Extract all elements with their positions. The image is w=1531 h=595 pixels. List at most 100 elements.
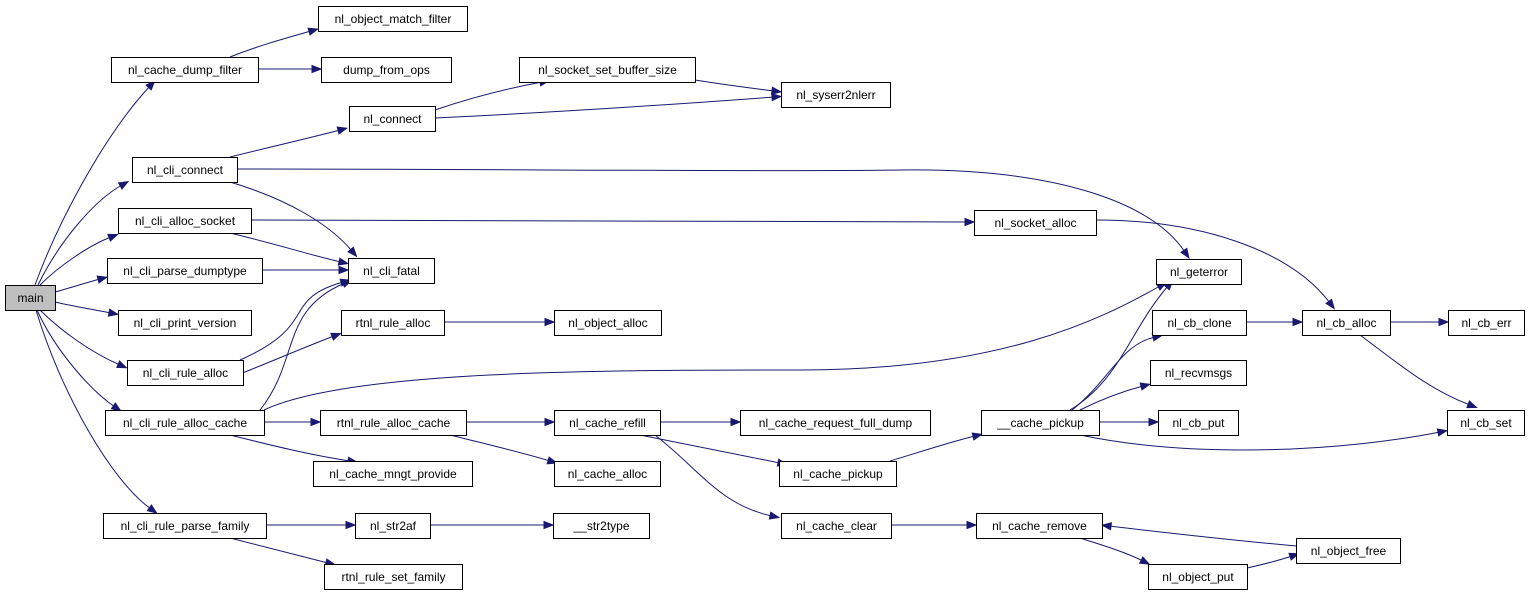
node-box: [519, 57, 696, 83]
node-label: nl_cb_set: [1460, 416, 1512, 430]
edge-__cache_pickup-to-nl_cb_set: [1079, 428, 1449, 451]
node-nl-object-put[interactable]: nl_object_put: [1148, 564, 1248, 590]
arrowhead-icon: [1148, 417, 1160, 427]
edge-line: [1095, 219, 1331, 304]
arrowhead-icon: [330, 332, 342, 341]
node-nl-cli-print-version[interactable]: nl_cli_print_version: [118, 310, 252, 336]
node-nl-cb-put[interactable]: nl_cb_put: [1158, 410, 1239, 436]
node-nl-recvmsgs[interactable]: nl_recvmsgs: [1150, 360, 1247, 386]
node-label: nl_cache_request_full_dump: [759, 416, 913, 430]
arrowhead-icon: [311, 64, 323, 74]
edge-nl_cache_dump_filter-to-nl_object_match_filter: [229, 27, 320, 58]
edges-layer: [34, 27, 1478, 569]
node-nl-cli-connect[interactable]: nl_cli_connect: [132, 157, 238, 183]
node-rtnl-rule-alloc[interactable]: rtnl_rule_alloc: [341, 310, 445, 336]
node-nl-cb-set[interactable]: nl_cb_set: [1447, 410, 1525, 436]
node-nl-cb-alloc[interactable]: nl_cb_alloc: [1302, 310, 1391, 336]
arrowhead-icon: [768, 511, 781, 520]
node-label: nl_cache_mngt_provide: [329, 467, 457, 481]
node-box: [1448, 310, 1525, 336]
arrowhead-icon: [107, 308, 120, 317]
edge-nl_connect-to-nl_socket_set_buffer_size: [434, 78, 551, 111]
node-main[interactable]: main: [5, 285, 56, 311]
node-nl-socket-alloc[interactable]: nl_socket_alloc: [974, 210, 1097, 236]
node-nl-cache-mngt-provide[interactable]: nl_cache_mngt_provide: [313, 461, 473, 487]
node-label: nl_object_match_filter: [335, 12, 452, 26]
node-nl-cache-refill[interactable]: nl_cache_refill: [554, 410, 661, 436]
node-box: [132, 157, 238, 183]
node-nl-cli-alloc-socket[interactable]: nl_cli_alloc_socket: [118, 208, 252, 234]
edge-rtnl_rule_alloc-to-nl_object_alloc: [444, 317, 556, 327]
edge-main-to-nl_cli_parse_dumptype: [54, 275, 109, 293]
nodes-layer: main nl_cache_dump_filter nl_object_match_…: [5, 6, 1525, 590]
node-label: nl_geterror: [1170, 265, 1228, 279]
edge-nl_cli_alloc_socket-to-nl_socket_alloc: [250, 217, 976, 227]
edge-line: [35, 309, 152, 510]
node-label: nl_socket_alloc: [994, 216, 1076, 230]
arrowhead-icon: [1292, 317, 1304, 327]
arrowhead-icon: [146, 504, 158, 514]
node---cache-pickup[interactable]: __cache_pickup: [981, 410, 1100, 436]
node-nl-object-match-filter[interactable]: nl_object_match_filter: [318, 6, 468, 32]
node-label: __str2type: [572, 519, 629, 533]
node-label: nl_connect: [363, 112, 422, 126]
edge-nl_cli_rule_alloc-to-rtnl_rule_alloc: [239, 332, 342, 375]
node-nl-object-alloc[interactable]: nl_object_alloc: [554, 310, 662, 336]
node-nl-connect[interactable]: nl_connect: [349, 106, 436, 132]
edge-line: [229, 232, 342, 263]
node-nl-cli-parse-dumptype[interactable]: nl_cli_parse_dumptype: [107, 258, 263, 284]
node-nl-cli-rule-alloc[interactable]: nl_cli_rule_alloc: [127, 360, 244, 386]
arrowhead-icon: [730, 417, 742, 427]
node-nl-socket-set-buffer-size[interactable]: nl_socket_set_buffer_size: [519, 57, 696, 83]
edge-nl_cb_alloc-to-nl_cb_err: [1390, 317, 1450, 327]
edge-nl_cli_parse_dumptype-to-nl_cli_fatal: [262, 265, 350, 275]
edge-nl_cb_clone-to-nl_cb_alloc: [1246, 317, 1304, 327]
node-nl-cache-alloc[interactable]: nl_cache_alloc: [554, 461, 661, 487]
node-label: nl_cli_fatal: [363, 264, 420, 278]
node-nl-cache-request-full-dump[interactable]: nl_cache_request_full_dump: [740, 410, 931, 436]
arrowhead-icon: [1180, 247, 1190, 259]
edge-main-to-nl_cli_rule_alloc: [39, 309, 128, 369]
edge-nl_cli_rule_parse_family-to-rtnl_rule_set_family: [229, 537, 337, 567]
arrowhead-icon: [336, 126, 349, 135]
node-box: [1148, 564, 1248, 590]
node-nl-cli-rule-parse-family[interactable]: nl_cli_rule_parse_family: [103, 513, 267, 539]
node-nl-cb-clone[interactable]: nl_cb_clone: [1152, 310, 1247, 336]
node-box: [318, 6, 468, 32]
edge-__cache_pickup-to-nl_cb_put: [1099, 417, 1160, 427]
node-rtnl-rule-alloc-cache[interactable]: rtnl_rule_alloc_cache: [320, 410, 467, 436]
node-nl-cache-remove[interactable]: nl_cache_remove: [976, 513, 1103, 539]
node-nl-cache-dump-filter[interactable]: nl_cache_dump_filter: [111, 57, 259, 83]
node-label: nl_cb_put: [1172, 416, 1225, 430]
edge-line: [39, 309, 121, 366]
node-box: [981, 410, 1100, 436]
arrowhead-icon: [1100, 522, 1112, 531]
node-nl-cache-clear[interactable]: nl_cache_clear: [781, 513, 892, 539]
edge-line: [229, 434, 351, 462]
node---str2type[interactable]: __str2type: [553, 513, 650, 539]
node-nl-cli-fatal[interactable]: nl_cli_fatal: [348, 258, 435, 284]
node-nl-str2af[interactable]: nl_str2af: [355, 513, 431, 539]
node-nl-cb-err[interactable]: nl_cb_err: [1448, 310, 1525, 336]
node-nl-object-free[interactable]: nl_object_free: [1296, 538, 1401, 564]
node-box: [740, 410, 931, 436]
edge-nl_connect-to-nl_syserr2nlerr: [434, 92, 783, 119]
node-nl-cache-pickup[interactable]: nl_cache_pickup: [779, 461, 897, 487]
edge-nl_cli_rule_alloc_cache-to-nl_cache_mngt_provide: [229, 434, 359, 465]
node-nl-syserr2nlerr[interactable]: nl_syserr2nlerr: [781, 82, 891, 108]
node-nl-geterror[interactable]: nl_geterror: [1156, 259, 1242, 285]
node-label: nl_cli_alloc_socket: [135, 214, 236, 228]
node-box: [781, 513, 892, 539]
edge-line: [639, 434, 781, 464]
node-box: [103, 513, 267, 539]
node-box: [107, 258, 263, 284]
node-label: nl_object_free: [1311, 544, 1387, 558]
edge-line: [449, 434, 551, 462]
edge-line: [250, 219, 968, 223]
node-rtnl-rule-set-family[interactable]: rtnl_rule_set_family: [324, 564, 463, 590]
edge-rtnl_rule_alloc_cache-to-nl_cache_refill: [466, 417, 556, 427]
node-nl-cli-rule-alloc-cache[interactable]: nl_cli_rule_alloc_cache: [105, 410, 265, 436]
node-dump-from-ops[interactable]: dump_from_ops: [321, 57, 452, 83]
node-box: [341, 310, 445, 336]
node-label: rtnl_rule_alloc: [356, 316, 431, 330]
